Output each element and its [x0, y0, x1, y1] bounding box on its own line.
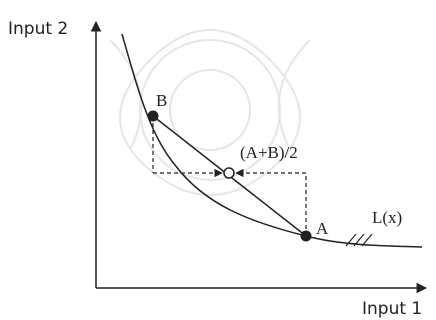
x-axis-label: Input 1 [362, 299, 422, 319]
point-a-label: A [316, 219, 329, 238]
y-axis-label: Input 2 [8, 19, 68, 39]
midpoint-label: (A+B)/2 [240, 143, 298, 162]
curve-label: L(x) [372, 208, 402, 227]
point-b-label: B [156, 91, 167, 110]
point-a [300, 230, 312, 242]
midpoint-marker [223, 167, 235, 179]
hatch-marks [345, 233, 373, 247]
watermark-ornament [109, 29, 311, 196]
point-b [147, 110, 159, 122]
